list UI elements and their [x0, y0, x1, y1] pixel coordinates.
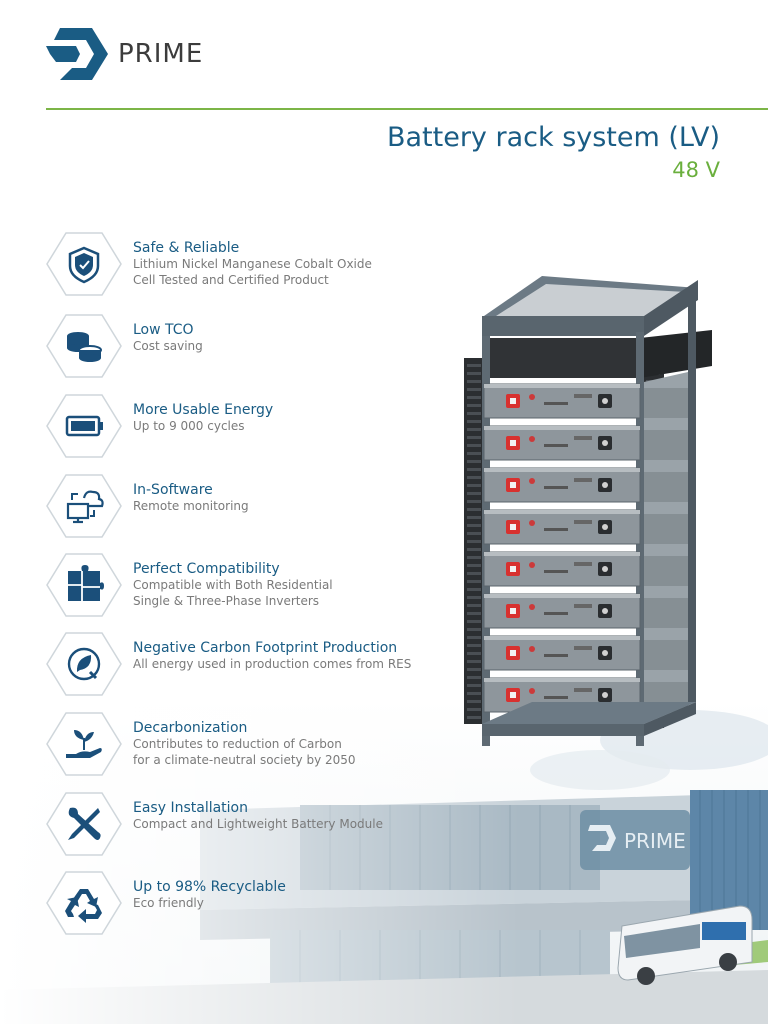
feature-description: Compact and Lightweight Battery Module: [133, 817, 383, 831]
feature-hexagon: [46, 474, 122, 538]
page-subtitle: 48 V: [672, 158, 720, 182]
feature-title: Decarbonization: [133, 720, 248, 736]
feature-item: Perfect Compatibility Compatible with Bo…: [46, 553, 466, 617]
feature-item: Up to 98% Recyclable Eco friendly: [46, 871, 466, 935]
feature-item: In-Software Remote monitoring: [46, 474, 466, 538]
feature-item: Easy Installation Compact and Lightweigh…: [46, 792, 466, 856]
feature-description: Contributes to reduction of Carbon: [133, 737, 342, 751]
feature-hexagon: [46, 394, 122, 458]
bus-image: [617, 905, 753, 985]
prime-logo-icon: [46, 28, 108, 80]
brand-name: PRIME: [118, 39, 204, 69]
feature-title: Negative Carbon Footprint Production: [133, 640, 398, 656]
feature-hexagon: [46, 792, 122, 856]
feature-description: All energy used in production comes from…: [133, 657, 412, 671]
tools-icon: [68, 807, 101, 840]
feature-title: Low TCO: [133, 322, 194, 338]
feature-hexagon: [46, 871, 122, 935]
battery-icon: [65, 415, 103, 437]
feature-title: In-Software: [133, 482, 213, 498]
page-title: Battery rack system (LV): [386, 122, 720, 153]
feature-title: Safe & Reliable: [133, 240, 240, 256]
feature-hexagon: [46, 712, 122, 776]
feature-title: Perfect Compatibility: [133, 561, 280, 577]
feature-item: Negative Carbon Footprint Production All…: [46, 632, 466, 696]
shield-check-icon: [68, 246, 100, 284]
feature-hexagon: [46, 553, 122, 617]
feature-description: Lithium Nickel Manganese Cobalt Oxide: [133, 257, 372, 271]
feature-title: Easy Installation: [133, 800, 248, 816]
feature-item: Low TCO Cost saving: [46, 314, 466, 378]
puzzle-icon: [68, 565, 104, 601]
feature-hexagon: [46, 632, 122, 696]
eco-plug-icon: [67, 647, 101, 681]
recycle-icon: [65, 889, 102, 923]
feature-item: Decarbonization Contributes to reduction…: [46, 712, 466, 776]
feature-description: Remote monitoring: [133, 499, 249, 513]
coins-icon: [67, 332, 102, 362]
feature-description: Up to 9 000 cycles: [133, 419, 245, 433]
feature-hexagon: [46, 314, 122, 378]
feature-item: More Usable Energy Up to 9 000 cycles: [46, 394, 466, 458]
brand-logo[interactable]: PRIME: [46, 28, 203, 80]
feature-description: for a climate-neutral society by 2050: [133, 753, 356, 767]
building-photo: PRIME: [0, 700, 768, 1024]
feature-title: Up to 98% Recyclable: [133, 879, 286, 895]
cloud-monitor-icon: [66, 490, 104, 524]
building-sign-text: PRIME: [624, 829, 686, 853]
feature-description: Compatible with Both Residential: [133, 578, 333, 592]
feature-description: Cell Tested and Certified Product: [133, 273, 329, 287]
feature-item: Safe & Reliable Lithium Nickel Manganese…: [46, 232, 466, 296]
battery-rack-image: [462, 272, 714, 752]
feature-title: More Usable Energy: [133, 402, 274, 418]
feature-description: Cost saving: [133, 339, 203, 353]
feature-description: Eco friendly: [133, 896, 204, 910]
feature-description: Single & Three-Phase Inverters: [133, 594, 320, 608]
feature-hexagon: [46, 232, 122, 296]
hand-plant-icon: [66, 730, 102, 758]
header-divider: [46, 108, 768, 110]
